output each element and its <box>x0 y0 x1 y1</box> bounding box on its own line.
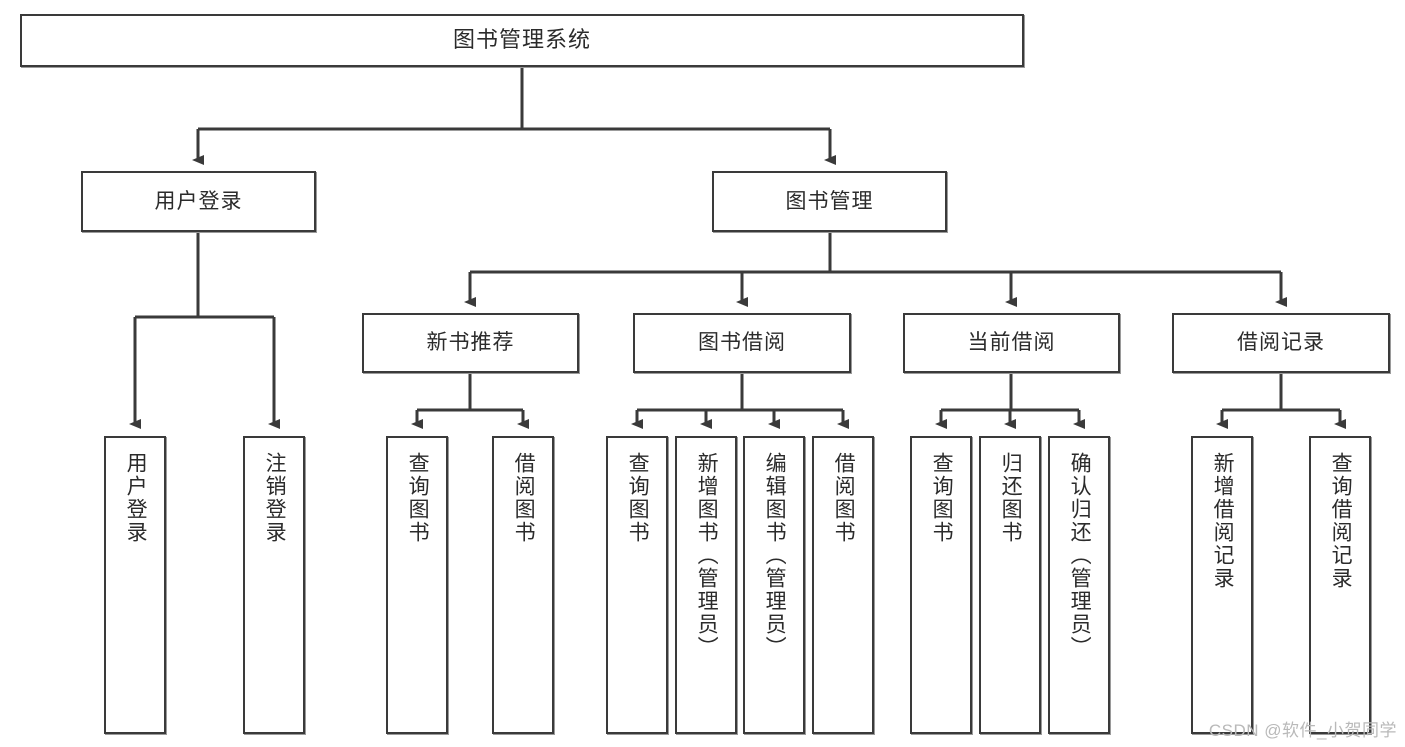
node-borrow-record[interactable]: 借阅记录 <box>1172 313 1390 373</box>
node-label: 确认归还（管理员） <box>1068 452 1092 659</box>
node-label: 注销登录 <box>263 452 287 544</box>
leaf-record-add-record[interactable]: 新增借阅记录 <box>1191 436 1253 734</box>
node-label: 当前借阅 <box>967 331 1056 355</box>
node-book-borrow[interactable]: 图书借阅 <box>633 313 851 373</box>
node-label: 查询图书 <box>626 452 650 544</box>
node-label: 查询借阅记录 <box>1329 452 1353 590</box>
leaf-recommend-borrow-book[interactable]: 借阅图书 <box>492 436 554 734</box>
leaf-borrow-add-book[interactable]: 新增图书（管理员） <box>675 436 737 734</box>
node-label: 图书借阅 <box>698 331 786 355</box>
node-label: 归还图书 <box>999 452 1023 544</box>
leaf-current-query-book[interactable]: 查询图书 <box>910 436 972 734</box>
leaf-current-confirm-return[interactable]: 确认归还（管理员） <box>1048 436 1110 734</box>
leaf-current-return-book[interactable]: 归还图书 <box>979 436 1041 734</box>
node-label: 借阅图书 <box>512 452 536 544</box>
node-label: 查询图书 <box>406 452 430 544</box>
node-label: 编辑图书（管理员） <box>763 452 787 659</box>
node-label: 借阅记录 <box>1237 331 1325 355</box>
node-current-borrow[interactable]: 当前借阅 <box>903 313 1120 373</box>
node-user-login[interactable]: 用户登录 <box>81 171 316 232</box>
leaf-borrow-edit-book[interactable]: 编辑图书（管理员） <box>743 436 805 734</box>
node-new-book-recommend[interactable]: 新书推荐 <box>362 313 579 373</box>
node-book-management[interactable]: 图书管理 <box>712 171 947 232</box>
node-label: 图书管理系统 <box>452 27 591 53</box>
node-label: 借阅图书 <box>832 452 856 544</box>
watermark: CSDN @软件_小贺同学 <box>1208 721 1397 740</box>
leaf-record-query-record[interactable]: 查询借阅记录 <box>1309 436 1371 734</box>
node-label: 新增图书（管理员） <box>695 452 719 659</box>
node-label: 用户登录 <box>124 452 148 544</box>
leaf-borrow-query-book[interactable]: 查询图书 <box>606 436 668 734</box>
node-label: 新书推荐 <box>426 331 515 355</box>
node-label: 查询图书 <box>930 452 954 544</box>
node-label: 新增借阅记录 <box>1211 452 1235 590</box>
leaf-borrow-borrow-book[interactable]: 借阅图书 <box>812 436 874 734</box>
node-root-system[interactable]: 图书管理系统 <box>20 14 1024 67</box>
node-label: 图书管理 <box>785 189 874 213</box>
node-label: 用户登录 <box>154 189 243 213</box>
leaf-recommend-query-book[interactable]: 查询图书 <box>386 436 448 734</box>
leaf-user-login-logout[interactable]: 注销登录 <box>243 436 305 734</box>
leaf-user-login-login[interactable]: 用户登录 <box>104 436 166 734</box>
